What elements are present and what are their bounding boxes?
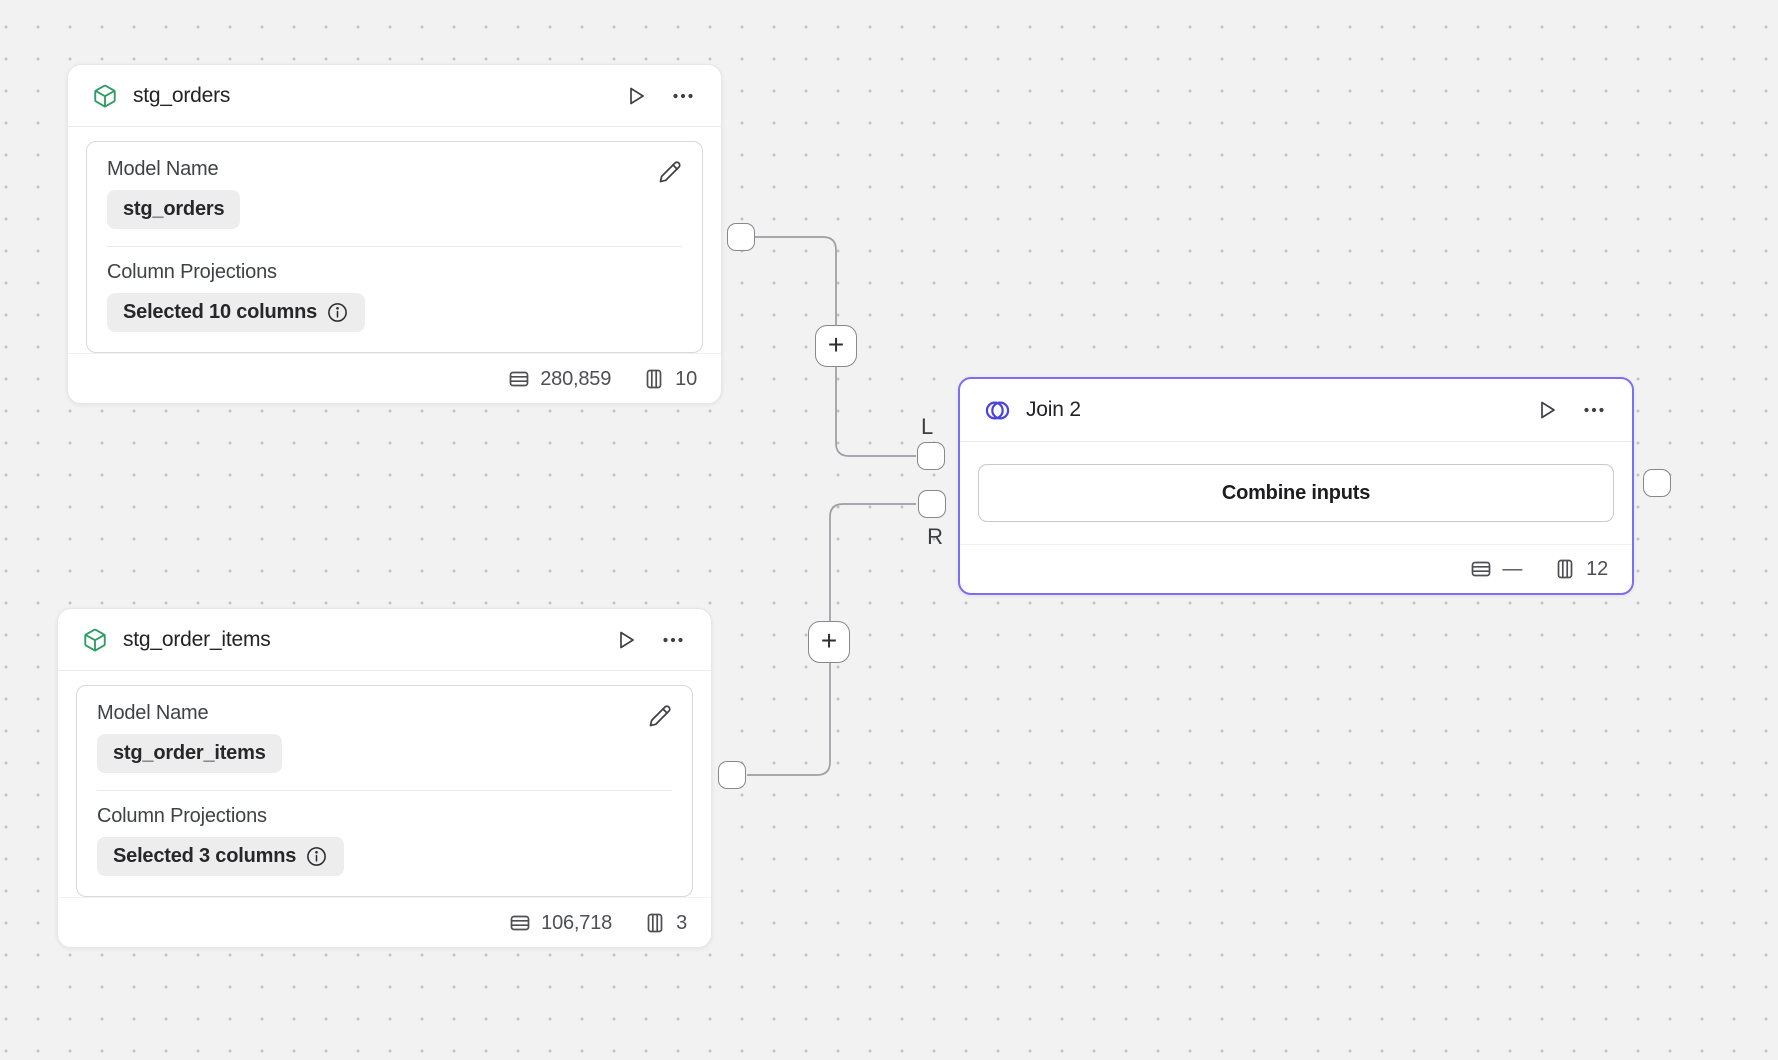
node-body: Model Name stg_orders Column Projections…: [68, 127, 721, 353]
run-button[interactable]: [610, 624, 642, 656]
port-stg-orders-output[interactable]: [727, 223, 755, 251]
node-title: stg_order_items: [123, 627, 271, 651]
column-count-icon: [643, 911, 667, 935]
column-count: 12: [1586, 557, 1608, 580]
plus-icon: +: [827, 328, 845, 360]
node-title: Join 2: [1026, 398, 1081, 421]
node-body: Model Name stg_order_items Column Projec…: [58, 671, 711, 897]
model-cube-icon: [82, 627, 108, 653]
node-join-2[interactable]: Join 2 Combine inputs —: [958, 377, 1634, 595]
menu-button[interactable]: [667, 80, 699, 112]
divider: [960, 441, 1632, 442]
model-config-card: Model Name stg_order_items Column Projec…: [76, 685, 693, 897]
node-body: Combine inputs: [960, 442, 1632, 544]
model-name-chip[interactable]: stg_order_items: [97, 734, 282, 773]
row-count-icon: [508, 911, 532, 935]
column-count-icon: [642, 367, 666, 391]
node-stg-order-items[interactable]: stg_order_items Model Na: [57, 608, 712, 948]
model-name-label: Model Name: [97, 702, 209, 724]
column-count: 10: [675, 367, 697, 390]
plus-icon: +: [820, 624, 838, 656]
column-projections-label: Column Projections: [97, 805, 267, 827]
menu-button[interactable]: [657, 624, 689, 656]
run-button[interactable]: [620, 80, 652, 112]
edit-button[interactable]: [644, 700, 676, 732]
row-count: —: [1502, 557, 1523, 580]
port-join-right-input[interactable]: [918, 490, 946, 518]
node-header: Join 2: [960, 379, 1632, 441]
port-join-output[interactable]: [1643, 469, 1671, 497]
column-projections-chip[interactable]: Selected 3 columns: [97, 837, 345, 876]
column-count-icon: [1553, 557, 1577, 581]
row-count: 106,718: [541, 911, 613, 934]
column-projections-chip[interactable]: Selected 10 columns: [107, 293, 366, 332]
row-count-icon: [507, 367, 531, 391]
add-step-button-top-edge[interactable]: +: [815, 325, 857, 367]
port-stg-order-items-output[interactable]: [718, 761, 746, 789]
port-join-left-input[interactable]: [917, 442, 945, 470]
run-button[interactable]: [1531, 394, 1563, 426]
node-header: stg_orders: [68, 65, 721, 126]
add-step-button-bottom-edge[interactable]: +: [808, 621, 850, 663]
combine-inputs-button[interactable]: Combine inputs: [978, 464, 1614, 522]
info-icon[interactable]: [326, 301, 349, 324]
model-name-label: Model Name: [107, 158, 219, 180]
node-header: stg_order_items: [58, 609, 711, 670]
node-stg-orders[interactable]: stg_orders Model Name: [67, 64, 722, 404]
column-count: 3: [676, 911, 687, 934]
model-cube-icon: [92, 83, 118, 109]
column-projections-label: Column Projections: [107, 261, 277, 283]
node-footer: — 12: [960, 544, 1632, 593]
model-config-card: Model Name stg_orders Column Projections…: [86, 141, 703, 353]
divider: [107, 246, 682, 247]
divider: [58, 670, 711, 671]
info-icon[interactable]: [305, 845, 328, 868]
divider: [68, 126, 721, 127]
edit-button[interactable]: [654, 156, 686, 188]
divider: [97, 790, 672, 791]
node-footer: 280,859 10: [68, 353, 721, 404]
right-input-label: R: [927, 524, 943, 549]
join-icon: [984, 397, 1011, 424]
row-count: 280,859: [540, 367, 612, 390]
model-name-chip[interactable]: stg_orders: [107, 190, 241, 229]
row-count-icon: [1469, 557, 1493, 581]
left-input-label: L: [920, 414, 934, 439]
node-footer: 106,718 3: [58, 897, 711, 948]
menu-button[interactable]: [1578, 394, 1610, 426]
node-title: stg_orders: [133, 83, 231, 107]
